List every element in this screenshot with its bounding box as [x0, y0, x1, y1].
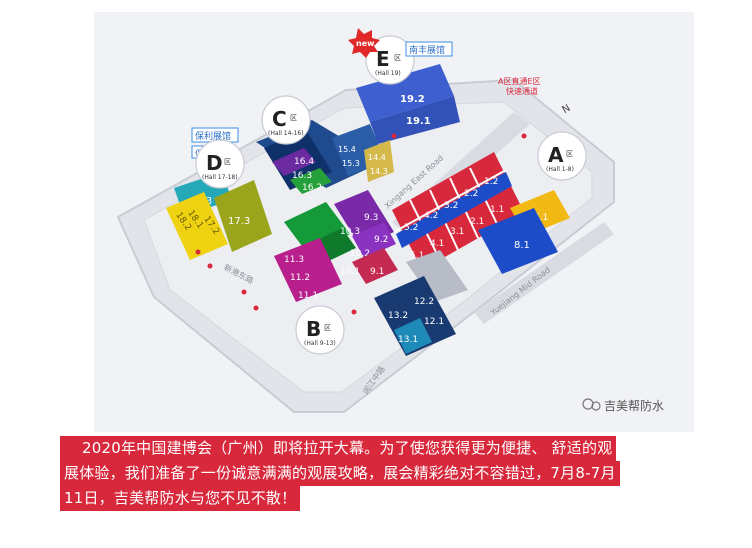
- block-label-11-1: 11.1: [298, 291, 318, 301]
- hall-b-gray-stack: [406, 250, 468, 302]
- block-label-13-2: 13.2: [388, 311, 408, 321]
- north-arrow: N: [561, 103, 573, 116]
- hall-b-navy: [374, 276, 456, 356]
- block-label-1-1: 1.1: [490, 205, 504, 215]
- hall-b-teal: [394, 318, 432, 354]
- block-label-12-2: 12.2: [414, 297, 434, 307]
- hall-b-sub: (Hall 9-13): [304, 340, 336, 347]
- block-label-10-2: 10.2: [350, 249, 370, 259]
- nanfeng-tag: 南丰展馆: [405, 41, 453, 57]
- exhibition-map: Xingang East Road Yuejiang Mid Road 新港东路…: [94, 12, 694, 432]
- block-label-9-2: 9.2: [374, 235, 388, 245]
- hall-c-letter: C: [272, 107, 287, 131]
- block-label-6-1: 6.1: [534, 213, 548, 223]
- block-label-17-3: 17.3: [228, 216, 250, 227]
- block-label-3-1: 3.1: [450, 227, 464, 237]
- block-label-2-2: 2.2: [464, 189, 478, 199]
- watermark: 吉美帮防水: [582, 398, 664, 413]
- watermark-text: 吉美帮防水: [604, 398, 664, 413]
- block-label-11-3: 11.3: [284, 255, 304, 265]
- new-badge: new: [348, 28, 380, 58]
- caption-line-1: 2020年中国建博会（广州）即将拉开大幕。为了使您获得更为便捷、 舒适的观: [60, 436, 617, 461]
- block-label-2-1: 2.1: [470, 217, 484, 227]
- hall-c-purple: [272, 148, 316, 176]
- hall-b-magenta-2: [352, 248, 398, 284]
- new-badge-label: new: [356, 39, 375, 48]
- hall-d-letter: D: [206, 151, 223, 175]
- hall-c-block-14: [364, 140, 394, 182]
- hall-b-qu: 区: [324, 324, 331, 332]
- block-label-19-2: 19.2: [400, 94, 425, 105]
- block-label-19-1: 19.1: [406, 116, 431, 127]
- poly-tag-1: 保利展馆: [191, 127, 239, 143]
- hall-e-qu: 区: [394, 54, 401, 62]
- hall-d-block-17-3: [214, 180, 272, 252]
- hall-c-green: [290, 168, 332, 194]
- hall-d-block-18: [166, 192, 228, 260]
- nanfeng-label: 南丰展馆: [409, 44, 445, 56]
- hall-b-letter: B: [306, 317, 321, 341]
- block-label-4-2: 4.2: [424, 211, 438, 221]
- channel-line1: A区直通E区: [498, 76, 541, 86]
- hall-a-qu: 区: [566, 150, 573, 158]
- hall-b-magenta: [274, 238, 342, 302]
- channel-tag: A区直通E区 快速通道: [498, 76, 541, 96]
- block-label-15-3: 15.3: [342, 159, 360, 168]
- block-label-10-1: 10.1: [340, 267, 360, 277]
- hall-c-sub: (Hall 14-16): [268, 130, 304, 137]
- poly-label-1: 保利展馆: [195, 130, 231, 142]
- hall-b-purple-2: [352, 222, 396, 258]
- hall-a-letter: A: [548, 143, 564, 167]
- block-label-15-4: 15.4: [338, 145, 356, 154]
- hall-c-qu: 区: [290, 114, 297, 122]
- hall-a-block-8: [478, 208, 558, 274]
- block-label-12-1: 12.1: [424, 317, 444, 327]
- hall-e-sub: (Hall 19): [375, 70, 401, 77]
- hall-d-qu: 区: [224, 158, 231, 166]
- block-label-13-1: 13.1: [398, 335, 418, 345]
- hall-d-sub: (Hall 17-18): [202, 174, 238, 181]
- block-label-9-1: 9.1: [370, 267, 384, 277]
- block-label-4-1: 4.1: [430, 239, 444, 249]
- block-label-3-2: 3.2: [444, 201, 458, 211]
- block-label-16-2: 16.2: [302, 183, 322, 193]
- block-label-8-1: 8.1: [514, 240, 530, 251]
- caption: 2020年中国建博会（广州）即将拉开大幕。为了使您获得更为便捷、 舒适的观 展体…: [60, 436, 722, 511]
- block-label-14-4: 14.4: [368, 153, 386, 162]
- hall-e-letter: E: [376, 47, 390, 71]
- block-label-14-3: 14.3: [370, 167, 388, 176]
- block-label-16-4: 16.4: [294, 157, 314, 167]
- block-label-16-3: 16.3: [292, 171, 312, 181]
- caption-line-2: 展体验，我们准备了一份诚意满满的观展攻略，展会精彩绝对不容错过，7月8-7月: [60, 461, 620, 486]
- block-label-5-2: 5.2: [404, 223, 418, 233]
- block-label-1-2: 1.2: [484, 177, 498, 187]
- hall-d-bubble: D 区 (Hall 17-18): [195, 139, 245, 189]
- road-yuejiang: [474, 222, 614, 324]
- hall-e-block-19-1: [370, 96, 460, 144]
- hall-a-sub: (Hall 1-8): [546, 166, 574, 173]
- caption-line-3: 11日，吉美帮防水与您不见不散！: [60, 486, 301, 511]
- hall-e-block-19-2: [356, 64, 454, 122]
- block-label-5-1: 5.1: [410, 251, 424, 261]
- block-label-11-2: 11.2: [290, 273, 310, 283]
- hall-c-bubble: C 区 (Hall 14-16): [261, 95, 311, 145]
- hall-e-bubble: E 区 (Hall 19): [365, 35, 415, 85]
- route-markers: [195, 133, 527, 315]
- hall-a-bubble: A 区 (Hall 1-8): [537, 131, 587, 181]
- block-label-9-3: 9.3: [364, 213, 378, 223]
- channel-line2: 快速通道: [506, 86, 538, 96]
- hall-b-bubble: B 区 (Hall 9-13): [295, 305, 345, 355]
- hall-a-blue-strip: [396, 172, 512, 248]
- block-label-10-3: 10.3: [340, 227, 360, 237]
